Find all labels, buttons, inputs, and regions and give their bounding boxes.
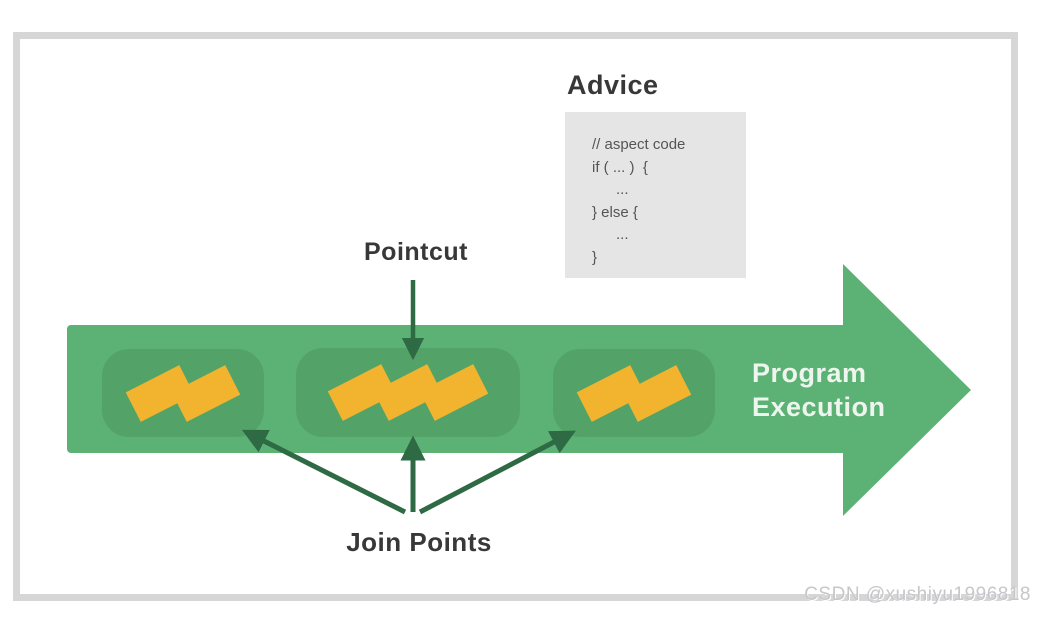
code-line: ... [616, 226, 629, 243]
code-line: } [592, 248, 598, 266]
program-execution-label: Program Execution [752, 358, 886, 422]
advice-title: Advice [567, 70, 659, 100]
code-line: ... [616, 181, 629, 198]
join-point-group [296, 348, 520, 437]
join-points-label: Join Points [346, 527, 492, 557]
pointcut-label: Pointcut [364, 238, 468, 266]
program-arrow-head [843, 264, 971, 516]
code-line: // aspect code [592, 136, 686, 153]
advice-code-box: // aspect code if ( ... ) {... } else {...… [565, 112, 746, 278]
code-line: if ( ... ) { [592, 158, 648, 176]
join-point-group [102, 349, 264, 437]
watermark: CSDN @xushiyu1996818 [804, 584, 1031, 605]
code-line: } else { [592, 203, 638, 221]
join-point-group [553, 349, 715, 437]
